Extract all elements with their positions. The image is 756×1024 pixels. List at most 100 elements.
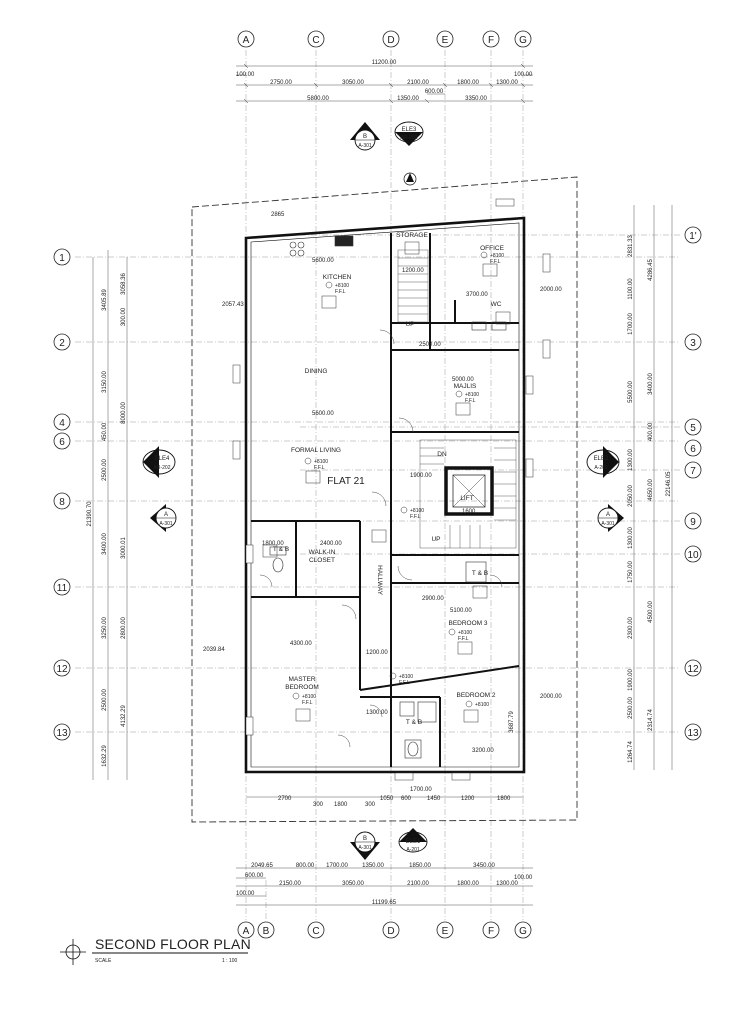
dim-1800: 1800.00: [262, 541, 284, 547]
grid-bottom-c: C: [312, 926, 319, 937]
right-dimension-lines: [633, 205, 673, 770]
building-walls: [244, 216, 526, 774]
dim-top-r1-4: 1300.00: [496, 80, 518, 86]
finish-tags: [262, 241, 511, 723]
dim-left-o3: 2500.00: [102, 459, 108, 481]
grid-left-11: 11: [57, 583, 68, 594]
right-dimension-texts: 2831.33 1100.00 1700.00 5500.00 1300.00 …: [628, 235, 672, 763]
scale-label: SCALE: [95, 958, 112, 964]
room-office: OFFICE: [480, 245, 504, 252]
dim-top-r1-1: 3050.00: [342, 80, 364, 86]
dim-top-mid: 600.00: [425, 89, 444, 95]
dim-right-o8: 2300.00: [628, 617, 634, 639]
dim-bot-edge-left: 100.00: [236, 891, 255, 897]
section-marker-top: [350, 122, 380, 151]
room-bedroom-3: BEDROOM 3: [448, 620, 487, 627]
grid-left-1: 1: [59, 253, 65, 264]
scale-value: 1 : 100: [222, 958, 238, 964]
room-storage: STORAGE: [396, 232, 428, 239]
dim-left-total: 21390.70: [87, 501, 93, 527]
room-lift: LIFT: [460, 495, 473, 502]
level-master: +8100: [302, 694, 316, 700]
dim-left-i1: 300.00: [121, 307, 127, 326]
ffl-bedroom3: F.F.L: [458, 636, 469, 642]
grid-top-f: F: [488, 35, 494, 46]
level-marks: +8100 F.F.L +8100 F.F.L +8100 F.F.L +810…: [292, 251, 504, 708]
elevation-marker-ele4: [142, 446, 176, 478]
dim-top-r2-0: 5800.00: [307, 96, 329, 102]
dim-left-i4: 2800.00: [121, 617, 127, 639]
room-walk-in: WALK-IN: [309, 549, 336, 556]
dim-right-o1: 1100.00: [628, 278, 634, 300]
dim-right-o7: 1750.00: [628, 561, 634, 583]
dim-bi-5: 600: [401, 796, 412, 802]
dim-1200-b: 1200.00: [366, 650, 388, 656]
dim-top-edge-left: 100.00: [236, 72, 255, 78]
dim-top-r1-3: 1800.00: [457, 80, 479, 86]
dim-right-i3: 4650.00: [648, 479, 654, 501]
dim-1200: 1200.00: [402, 268, 424, 274]
dim-bot-r1-2: 1700.00: [326, 863, 348, 869]
dim-bi-3: 300: [365, 802, 376, 808]
dim-bot-r1-1: 800.00: [296, 863, 315, 869]
dim-1700: 1700.00: [410, 787, 432, 793]
dim-right-o0: 2831.33: [628, 235, 634, 257]
section-bottom-sheet: A-301: [358, 845, 372, 851]
title-symbol: [60, 939, 86, 965]
grid-bottom-f: F: [488, 926, 494, 937]
dim-bot-r1-5: 3450.00: [473, 863, 495, 869]
level-kitchen: +8100: [335, 283, 349, 289]
dim-3700: 3700.00: [466, 292, 488, 298]
dim-3687: 3687.79: [509, 711, 515, 733]
dim-right-o3: 5500.00: [628, 381, 634, 403]
grid-right-12: 12: [687, 664, 699, 675]
grid-right-13: 13: [687, 728, 699, 739]
dim-5600-a: 5600.00: [312, 258, 334, 264]
dim-2057: 2057.43: [222, 302, 244, 308]
plan-title: SECOND FLOOR PLAN: [95, 936, 251, 952]
ele3-label: ELE3: [402, 127, 417, 133]
dim-bot-r1-0: 2049.65: [251, 863, 273, 869]
grid-left-4: 4: [59, 418, 65, 429]
dim-right-i0: 4286.45: [648, 259, 654, 281]
dim-top-r2-2: 3350.00: [465, 96, 487, 102]
grid-left-12: 12: [56, 664, 68, 675]
level-hall: +8100: [399, 674, 413, 680]
dim-left-i5: 4132.29: [121, 705, 127, 727]
dim-2000-b: 2000.00: [540, 694, 562, 700]
grid-right-6: 6: [690, 444, 696, 455]
dim-left-o1: 3150.00: [102, 371, 108, 393]
left-dimension-texts: 21390.70 3405.89 3150.00 450.00 2500.00 …: [87, 273, 127, 767]
room-closet: CLOSET: [309, 557, 335, 564]
dim-1900: 1900.00: [410, 473, 432, 479]
dim-right-o10: 2500.00: [628, 697, 634, 719]
dim-bot-r2: 600.00: [245, 873, 264, 879]
ffl-master: F.F.L: [302, 700, 313, 706]
dim-bi-7: 1200: [461, 796, 475, 802]
dim-5000: 5000.00: [452, 377, 474, 383]
dim-bot-r3-2: 2100.00: [407, 881, 429, 887]
dim-2900: 2900.00: [422, 596, 444, 602]
dim-bot-total: 11199.65: [372, 900, 397, 906]
dim-5600-b: 5600.00: [312, 411, 334, 417]
dim-left-i0: 3058.36: [121, 273, 127, 295]
room-dining: DINING: [305, 368, 328, 375]
section-left-a: A: [164, 512, 168, 518]
dim-top-r1-2: 2100.00: [407, 80, 429, 86]
left-dimension-lines: [92, 250, 128, 780]
elevation-marker-ele2: [586, 446, 620, 478]
ele2-sheet: A-201: [594, 465, 608, 471]
room-formal-living: FORMAL LIVING: [291, 447, 341, 454]
ffl-lobby: F.F.L: [410, 514, 421, 520]
dim-left-i2: 8000.00: [121, 402, 127, 424]
room-hallway: HALLWAY: [376, 565, 383, 596]
room-wc: WC: [491, 301, 502, 308]
stair-up-2: UP: [431, 536, 440, 543]
section-marker-bottom: [350, 831, 380, 860]
dim-right-o5: 2050.00: [628, 485, 634, 507]
grid-top-d: D: [387, 35, 394, 46]
dim-bi-2: 1800: [334, 802, 348, 808]
dim-left-o7: 1632.29: [102, 745, 108, 767]
section-right-a: A: [606, 512, 610, 518]
